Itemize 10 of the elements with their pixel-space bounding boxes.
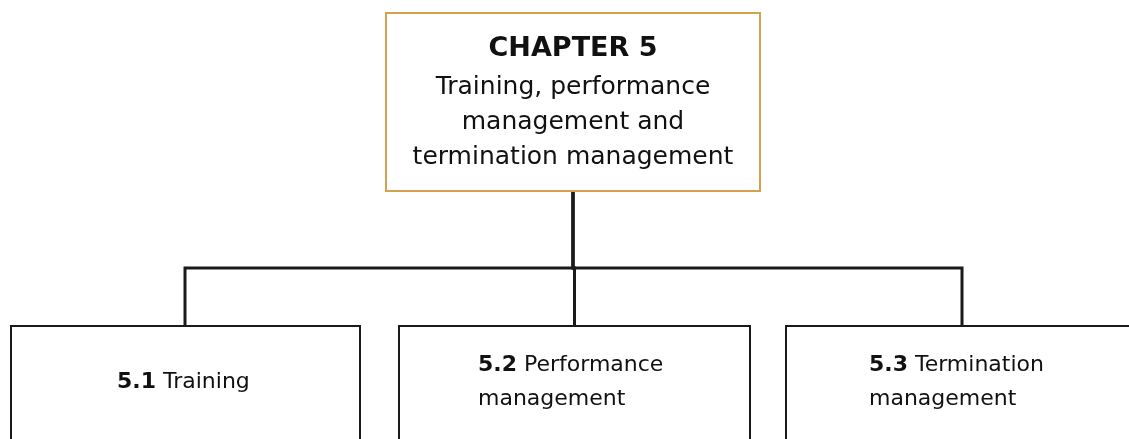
- section-box: [10, 325, 361, 439]
- section-title: 5.3 Termination management: [869, 350, 1045, 412]
- chapter-box: [385, 12, 761, 192]
- section-box: [398, 325, 751, 439]
- connector-line: [571, 192, 964, 325]
- chapter-heading: CHAPTER 5: [488, 31, 658, 62]
- section-title: 5.1 Training: [117, 367, 251, 395]
- section-box: [785, 325, 1129, 439]
- section-title: 5.2 Performance management: [478, 350, 665, 412]
- chapter-title: Training, performance management and termination management: [411, 70, 735, 172]
